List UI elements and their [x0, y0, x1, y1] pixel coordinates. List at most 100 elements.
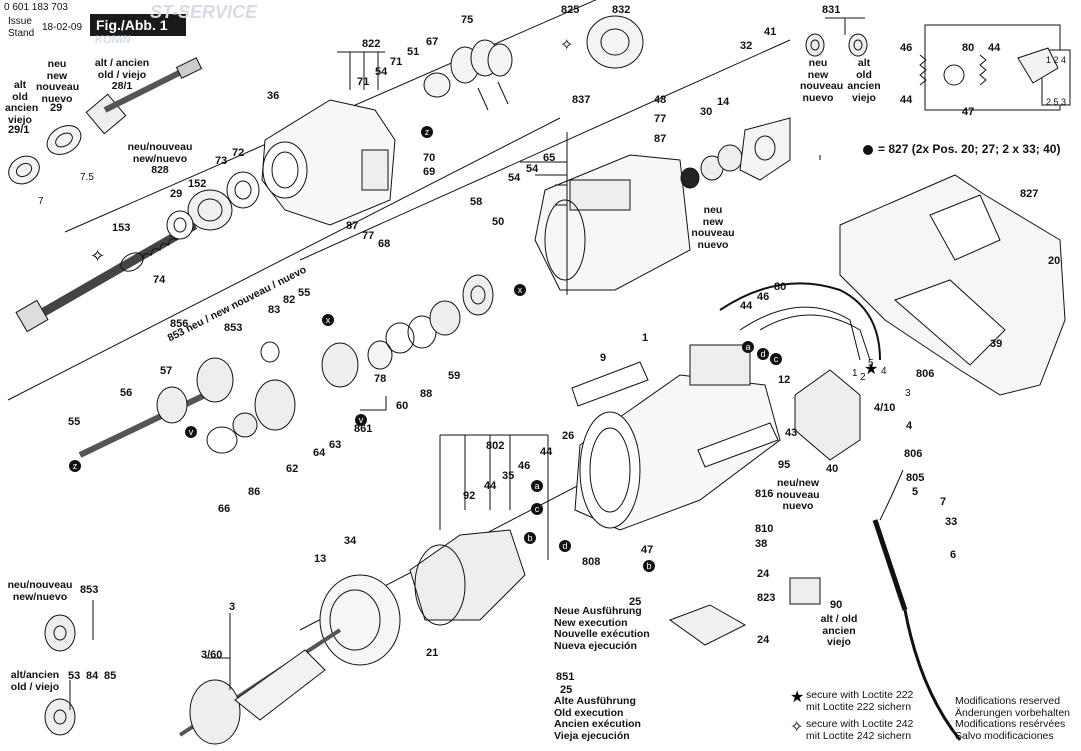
part-48: 48 [654, 94, 667, 106]
part-24b: 24 [757, 634, 770, 646]
part-152: 152 [188, 178, 207, 190]
part-51: 51 [407, 46, 420, 58]
part-50: 50 [492, 216, 505, 228]
legend-star-filled: ★ [790, 687, 804, 706]
bullet-dot [863, 145, 873, 155]
part-46a: 46 [900, 42, 913, 54]
part-25b: 25 [560, 684, 573, 696]
bearing-30-14 [680, 144, 743, 189]
wire-3: 3 [905, 388, 911, 399]
doc-number: 0 601 183 703 [4, 2, 68, 13]
part-21: 21 [426, 647, 439, 659]
flange-832 [586, 15, 644, 69]
part-87a: 87 [346, 220, 359, 232]
part-92: 92 [463, 490, 476, 502]
spindle-top [85, 57, 203, 135]
part-64: 64 [313, 447, 326, 459]
part-77b: 77 [654, 113, 667, 125]
part-3: 3 [229, 601, 236, 613]
part-75: 75 [461, 14, 474, 26]
cable-wires [719, 282, 881, 361]
part-57: 57 [160, 365, 173, 377]
part-78: 78 [374, 373, 387, 385]
part-66: 66 [218, 503, 231, 515]
loctite-222-star: ★ [864, 359, 878, 378]
part-46c: 46 [518, 460, 531, 472]
part-4: 4 [906, 420, 913, 432]
part-44b: 44 [900, 94, 913, 106]
part-36: 36 [267, 90, 280, 102]
part-822: 822 [362, 38, 381, 50]
figure-label: Fig./Abb. 1 [90, 14, 186, 36]
ring-828 [166, 210, 194, 240]
part-831: 831 [822, 4, 841, 16]
part-5: 5 [912, 486, 919, 498]
circle-d-1: d [757, 348, 769, 360]
motor-housing-1 [574, 344, 781, 531]
part-808: 808 [582, 556, 601, 568]
part-80b: 80 [774, 281, 787, 293]
watermark: ST-SERVICE [150, 2, 258, 22]
part-43: 43 [785, 427, 798, 439]
part-44c: 44 [740, 300, 753, 312]
wire-5: 5 [868, 358, 874, 369]
part-60: 60 [396, 400, 409, 412]
switch-4 [794, 369, 861, 461]
part-69: 69 [423, 166, 436, 178]
field-winding-802 [409, 529, 526, 626]
part-29-1: 29/1 [8, 124, 30, 136]
part-62: 62 [286, 463, 299, 475]
circle-z-2: z [69, 460, 81, 472]
handle-housing-827 [839, 174, 1066, 396]
main-spindle [15, 221, 198, 333]
part-827: 827 [1020, 188, 1039, 200]
circle-x-2: x [322, 314, 334, 326]
dim-7-5: 7.5 [80, 172, 94, 183]
brush-holder-90 [789, 577, 821, 605]
part-88: 88 [420, 388, 433, 400]
part-77a: 77 [362, 230, 375, 242]
part-53: 53 [68, 670, 81, 682]
part-806b: 806 [904, 448, 923, 460]
part-32: 32 [740, 40, 753, 52]
part-58: 58 [470, 196, 483, 208]
part-29b: 29 [170, 188, 183, 200]
part-44e: 44 [540, 446, 553, 458]
part-84: 84 [86, 670, 99, 682]
circle-c-1: c [770, 353, 782, 365]
part-30: 30 [700, 106, 713, 118]
armature-3 [178, 628, 342, 745]
baffle-34 [319, 574, 401, 666]
part-74: 74 [153, 274, 166, 286]
stand-label: Stand [8, 28, 35, 39]
part-82: 82 [283, 294, 296, 306]
part-54a: 54 [375, 66, 388, 78]
part-41: 41 [764, 26, 777, 38]
part-1: 1 [642, 332, 649, 344]
part-55b: 55 [68, 416, 81, 428]
part-14: 14 [717, 96, 730, 108]
part-6: 6 [950, 549, 957, 561]
circle-v-1: v [185, 426, 197, 438]
part-29: 29 [50, 102, 63, 114]
part-4-10: 4/10 [874, 402, 896, 414]
part-806a: 806 [916, 368, 935, 380]
part-47b: 47 [641, 544, 654, 556]
part-33: 33 [945, 516, 958, 528]
seal-pair-831 [805, 33, 868, 57]
part-65: 65 [543, 152, 556, 164]
part-9: 9 [600, 352, 607, 364]
part-59: 59 [448, 370, 461, 382]
part-38: 38 [755, 538, 768, 550]
circle-b-2: b [643, 560, 655, 572]
part-3-60: 3/60 [201, 649, 223, 661]
part-837: 837 [572, 94, 591, 106]
part-39: 39 [990, 338, 1003, 350]
issue-date: 18-02-09 [42, 22, 83, 33]
